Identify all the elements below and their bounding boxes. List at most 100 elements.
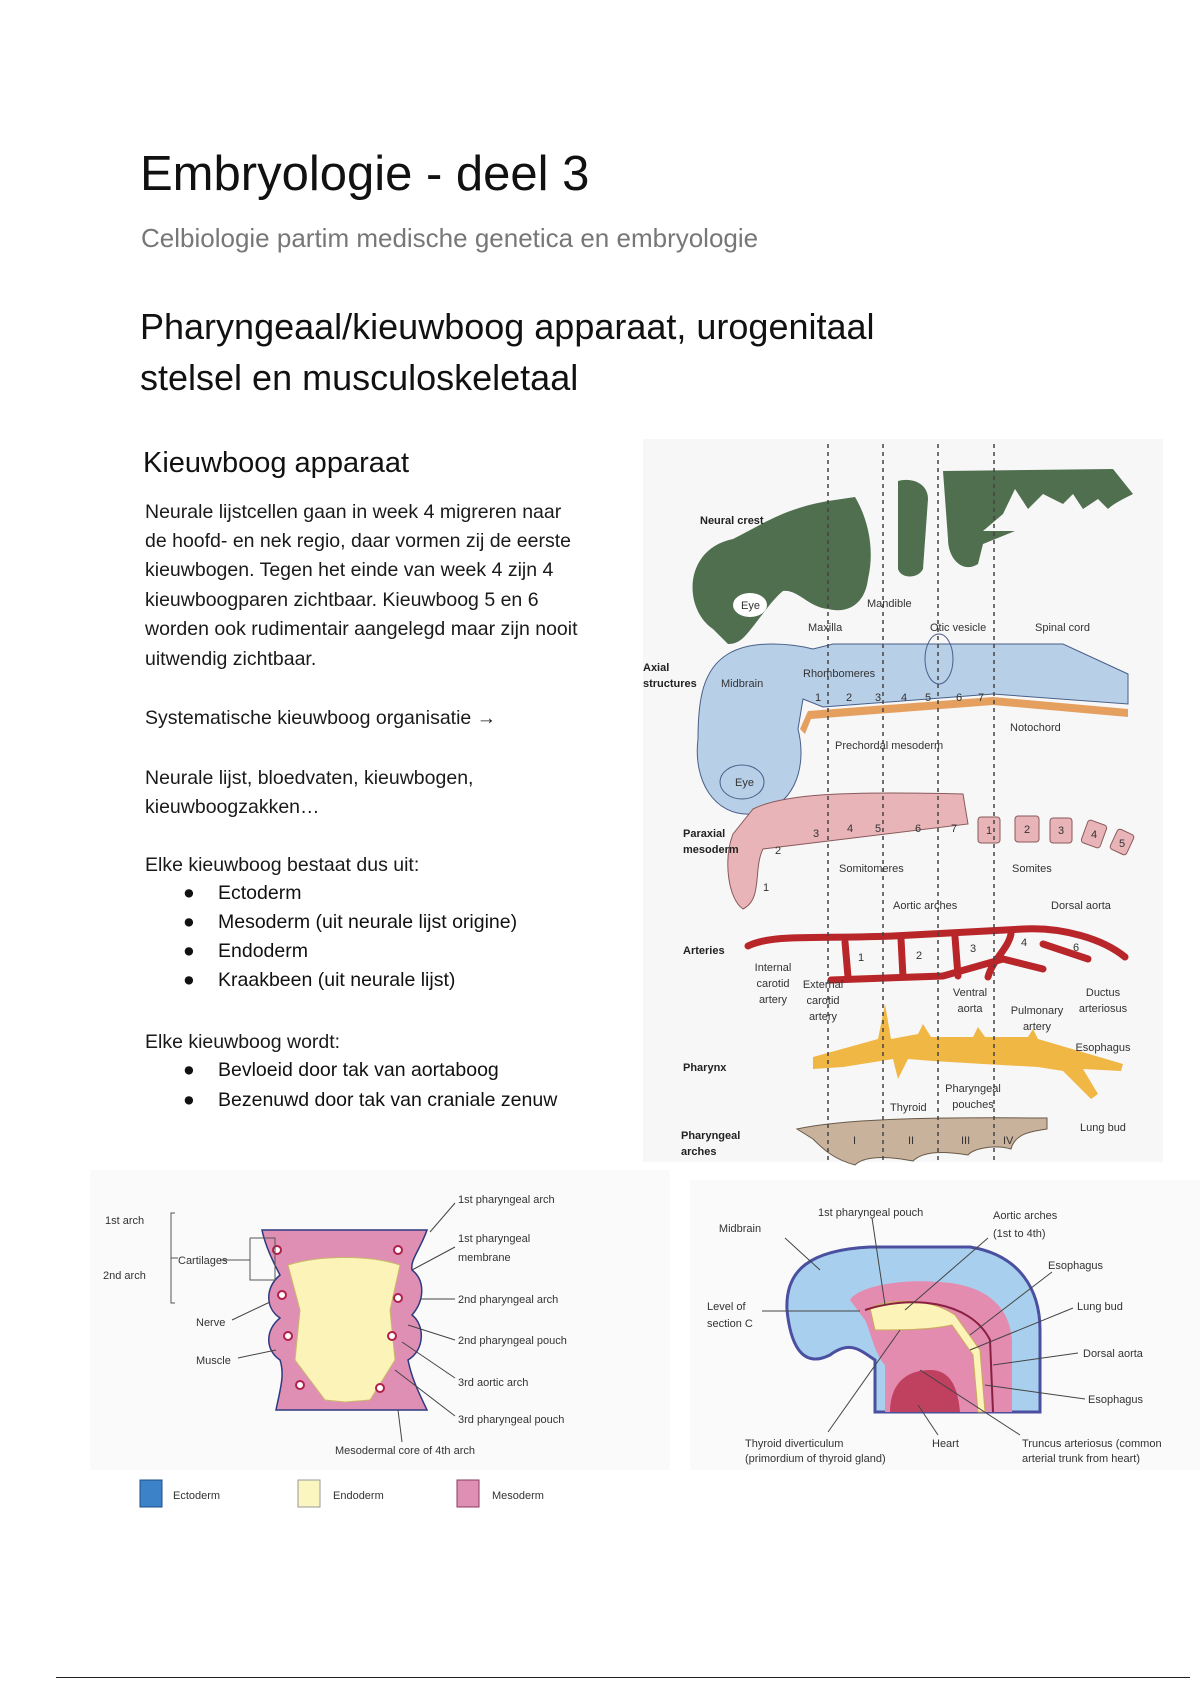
label-pulmonary-artery: Pulmonary: [1011, 1005, 1064, 1017]
heading-1-line-1: Pharyngeaal/kieuwboog apparaat, urogenit…: [140, 306, 875, 347]
legend-label-ectoderm: Ectoderm: [173, 1490, 220, 1502]
rhombomere-number: 4: [901, 692, 907, 704]
heading-1-line-2: stelsel en musculoskeletaal: [140, 357, 579, 398]
legend-swatch-ectoderm: [139, 1479, 163, 1508]
paragraph-line: Neurale lijstcellen gaan in week 4 migre…: [145, 501, 562, 523]
endoderm-shape: [287, 1257, 401, 1403]
bullet-icon: ●: [183, 911, 195, 933]
label-otic-vesicle: Otic vesicle: [930, 622, 986, 634]
arch-number: 4: [1021, 937, 1027, 949]
bullet-icon: ●: [183, 1089, 195, 1111]
somitomere-number: 1: [763, 882, 769, 894]
pharynx-shape: [813, 1004, 1123, 1099]
somite-number: 1: [986, 825, 992, 837]
cartilage-circles: [272, 1245, 403, 1393]
bullet-icon: ●: [183, 882, 195, 904]
label-lung-bud: Lung bud: [1080, 1122, 1126, 1134]
label-spinal-cord: Spinal cord: [1035, 622, 1090, 634]
label-1st-arch: 1st arch: [105, 1215, 144, 1227]
leader-lines: [231, 1202, 456, 1443]
rhombomere-number: 1: [815, 692, 821, 704]
eye-shape: [719, 764, 765, 800]
somite-number: 3: [1058, 825, 1064, 837]
roman-numeral: I: [853, 1135, 856, 1147]
label-3rd-pharyngeal-pouch: 3rd pharyngeal pouch: [458, 1414, 564, 1426]
roman-numeral: II: [908, 1135, 914, 1147]
rhombomere-number: 6: [956, 692, 962, 704]
otic-vesicle-shape: [924, 633, 954, 685]
heading-2: Kieuwboog apparaat: [143, 447, 410, 479]
label-thyroid: Thyroid: [890, 1102, 927, 1114]
rhombomere-number: 5: [925, 692, 931, 704]
arteries-shape: [744, 925, 1129, 984]
label-somites: Somites: [1012, 863, 1052, 875]
aortic-arch-numbers: 1 2 3 4 6: [858, 937, 1079, 964]
somitomere-number: 6: [915, 823, 921, 835]
paragraph-line: kieuwbogen. Tegen het einde van week 4 z…: [145, 559, 554, 581]
label-internal-carotid: Internal: [755, 962, 792, 974]
label-lung-bud: Lung bud: [1077, 1301, 1123, 1313]
label-somitomeres: Somitomeres: [839, 863, 904, 875]
label-ventral-aorta: Ventral: [953, 987, 987, 999]
systematic-line: Systematische kieuwboog organisatie →: [145, 707, 497, 729]
somitomere-numbers: 1 2 3 4 5 6 7: [763, 823, 957, 894]
label-2nd-pharyngeal-arch: 2nd pharyngeal arch: [458, 1294, 558, 1306]
somite: [1049, 817, 1073, 844]
label-truncus-arteriosus: arterial trunk from heart): [1022, 1453, 1140, 1465]
somitomere-number: 4: [847, 823, 853, 835]
neural-crest-shape: [943, 469, 1133, 568]
label-neural-crest: Neural crest: [700, 515, 764, 527]
label-1st-pharyngeal-membrane: 1st pharyngeal: [458, 1233, 530, 1245]
somitomere-number: 5: [875, 823, 881, 835]
dorsal-aorta-shape: [864, 1301, 994, 1413]
label-2nd-arch: 2nd arch: [103, 1270, 146, 1282]
bullet-icon: ●: [183, 940, 195, 962]
label-thyroid-diverticulum: (primordium of thyroid gland): [745, 1453, 886, 1465]
label-midbrain: Midbrain: [719, 1223, 761, 1235]
label-esophagus: Esophagus: [1048, 1260, 1104, 1272]
somite-number: 2: [1024, 824, 1030, 836]
consists-heading: Elke kieuwboog bestaat dus uit:: [145, 854, 420, 876]
page-divider: [56, 1677, 1190, 1678]
paragraph-line: worden ook rudimentair aangelegd maar zi…: [145, 618, 578, 640]
heart-shape: [890, 1370, 960, 1412]
label-arteries: Arteries: [683, 945, 725, 957]
legend-label-mesoderm: Mesoderm: [492, 1490, 544, 1502]
somite: [1014, 815, 1040, 843]
label-dorsal-aorta: Dorsal aorta: [1051, 900, 1112, 912]
list-item: ●Endoderm: [183, 940, 308, 962]
arch-bracket: [170, 1212, 178, 1304]
list-item: ●Bevloeid door tak van aortaboog: [183, 1059, 499, 1081]
somite: [1109, 828, 1135, 856]
label-aortic-arches: Aortic arches: [993, 1210, 1058, 1222]
list-item: ●Bezenuwd door tak van craniale zenuw: [183, 1089, 558, 1111]
label-internal-carotid: artery: [759, 994, 788, 1006]
list-item: ●Kraakbeen (uit neurale lijst): [183, 969, 456, 991]
label-paraxial: mesoderm: [683, 844, 739, 856]
label-pharynx: Pharynx: [683, 1062, 727, 1074]
label-3rd-aortic-arch: 3rd aortic arch: [458, 1377, 528, 1389]
label-dorsal-aorta: Dorsal aorta: [1083, 1348, 1144, 1360]
list-item: ●Mesoderm (uit neurale lijst origine): [183, 911, 518, 933]
label-ventral-aorta: aorta: [957, 1003, 983, 1015]
label-eye: Eye: [735, 777, 754, 789]
label-1st-pharyngeal-pouch: 1st pharyngeal pouch: [818, 1207, 923, 1219]
label-nerve: Nerve: [196, 1317, 225, 1329]
label-heart: Heart: [932, 1438, 959, 1450]
label-internal-carotid: carotid: [756, 978, 789, 990]
label-2nd-pharyngeal-pouch: 2nd pharyngeal pouch: [458, 1335, 567, 1347]
label-axial: structures: [643, 678, 697, 690]
label-aortic-arches: (1st to 4th): [993, 1228, 1046, 1240]
eye-shape: [733, 593, 767, 617]
arch-number: 2: [916, 950, 922, 962]
label-truncus-arteriosus: Truncus arteriosus (common: [1022, 1438, 1162, 1450]
components-line: Neurale lijst, bloedvaten, kieuwbogen,: [145, 767, 474, 789]
paragraph-line: de hoofd- en nek regio, daar vormen zij …: [145, 530, 572, 552]
label-level-section: Level of: [707, 1301, 746, 1313]
arch-number: 3: [970, 943, 976, 955]
document-subtitle: Celbiologie partim medische genetica en …: [141, 223, 759, 253]
label-external-carotid: External: [803, 979, 843, 991]
bullet-icon: ●: [183, 1059, 195, 1081]
somite: [1080, 819, 1108, 849]
somite-numbers: 1 2 3 4 5: [986, 824, 1125, 850]
